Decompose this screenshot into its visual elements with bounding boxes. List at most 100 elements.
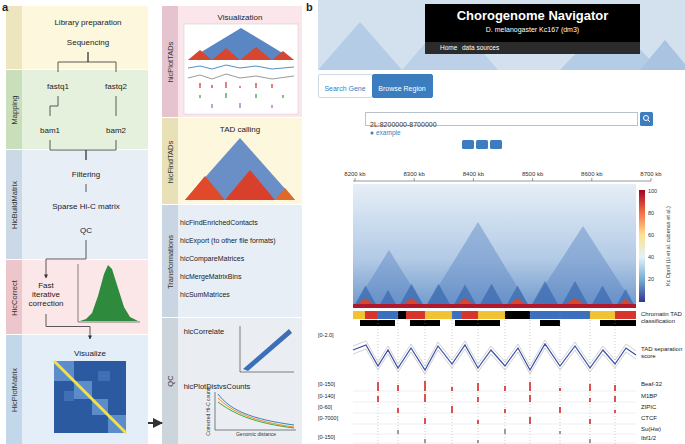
site-header: Chorogenome NavigatorD. melanogaster Kc1… [425,4,640,42]
node-text: Visualization [218,13,263,22]
track-label: TAD separation score [641,346,684,360]
step-label: hicPlotDistvsCounts [180,372,254,396]
track-label: CTCF [641,415,657,422]
track-label: [0-2.0] [318,332,334,338]
step-label: fastq2 [102,72,131,96]
step-label: Fast iterative correction [21,278,72,314]
search-input: 2L:8200000-8700000 [365,112,638,126]
tool-list-item: hicCompareMatrices [180,254,300,263]
nav-link: Home [440,44,457,51]
axis-tick-label: 8700 kb [640,171,661,178]
flow-connector [88,52,116,72]
track-label: Kc DpnII (Li et al. cubenas et al.) [665,206,671,286]
tool-list-item: hicFindEnrichedContacts [180,218,300,227]
flow-connector [50,140,86,160]
tad-triangles [185,138,295,200]
track-label: ZIPIC [641,404,656,411]
step-label: bam1 [36,116,64,140]
axis-tick-label: 100 [648,188,657,194]
step-label: QC [77,216,96,240]
track-label: [0-150] [318,381,335,387]
section-band: fastq1 fastq2 bam1 bam2 Mapping [6,70,148,150]
node-text: TAD calling [220,125,260,134]
step-label: TAD calling [216,115,264,139]
section-label: hicFindTADs [166,140,175,182]
node-text: bam2 [106,126,126,135]
section-label: Transformations [166,235,175,289]
chromatin-bar [353,311,636,326]
section-label: QC [166,375,175,386]
tool-list-item: hicExport (to other file formats) [180,236,300,245]
flow-connector [148,422,162,424]
flow-connector [46,240,86,278]
node-text: Browse Region [378,85,425,93]
track-label: [0-140] [318,393,335,399]
nav-link: example [376,129,401,136]
section-band: VisualizeHicPlotMatrix [6,335,148,444]
node-text: fastq2 [105,82,127,91]
flow-connector [58,52,88,72]
step-label: Library preparation [51,8,126,32]
flow-connector [116,96,117,116]
section-label: hicPlotTADs [166,42,175,83]
node-text: Visualize [74,349,106,358]
section-band: hicCorrelate hicPlotDistvsCounts QC [162,318,302,444]
node-text: hicCorrelate [184,328,224,337]
track-label: Genomic distance [236,432,276,438]
hic-heatmap [353,184,645,308]
step-label: Sequencing [63,28,113,52]
node-text: hicPlotDistvsCounts [184,383,251,392]
section-label: HicBuildMatrix [10,181,19,229]
node-text: Sequencing [67,38,109,47]
axis-tick-label: 8600 kb [581,171,602,178]
node-text: Search Gene [324,85,365,93]
node-text: fastq1 [47,82,69,91]
section-label: HicCorrect [10,280,19,315]
axis-tick-label: 8300 kb [404,171,425,178]
track-label: Beaf-32 [641,381,662,388]
axis-tick-label: 40 [648,254,654,260]
flow-connector [86,184,87,192]
step-label: Sparse Hi-C matrix [49,192,124,216]
node-text: Fast iterative correction [24,281,68,309]
node-text: Library preparation [54,18,121,27]
tad-score-track [353,340,636,374]
section-band: FilteringSparse Hi-C matrixQCHicBuildMat… [6,150,148,260]
node-text: Sparse Hi-C matrix [52,202,120,211]
chip-tracks [353,381,636,443]
track-label: [0-150] [318,434,335,440]
node-text: bam1 [40,126,60,135]
step-label: Visualization [214,3,266,27]
section-band: TAD calling hicFindTADs [162,118,302,205]
track-label: [0-60] [318,404,332,410]
flow-connector [50,96,58,116]
qc-plots [215,326,296,430]
axis-tick-label: 8200 kb [344,171,365,178]
tool-list-item: hicMergeMatrixBins [180,272,300,281]
tab-button: Browse Region [372,74,433,98]
nav-link: data sources [462,44,499,51]
hic-matrix-thumbnail [54,361,126,433]
step-label: fastq1 [44,72,73,96]
step-label: bam2 [102,116,130,140]
track-label: Chromatin TAD classification [641,311,684,325]
axis-tick-label: 60 [648,232,654,238]
track-label: Ibf1/2 [641,435,656,442]
axis-tick-label: 80 [648,210,654,216]
section-band: Visualization hicPlotTADs [162,6,302,118]
tads-plot-thumbnail [184,24,298,114]
axis-tick-label: 8500 kb [522,171,543,178]
track-label: Corrected Hi-C counts [206,386,212,435]
section-label: Mapping [10,96,19,125]
panel-letter: a [2,1,8,14]
node-text: 2L:8200000-8700000 [370,121,437,128]
axis-tick-label: 20 [648,276,654,282]
step-label: Visualize [71,339,110,363]
flow-connector [46,314,90,339]
track-label: [0-7000] [318,415,338,421]
histogram [78,264,140,322]
panel-letter: b [306,1,313,14]
browser-banner [318,0,685,70]
tool-list-item: hicSumMatrices [180,290,300,299]
